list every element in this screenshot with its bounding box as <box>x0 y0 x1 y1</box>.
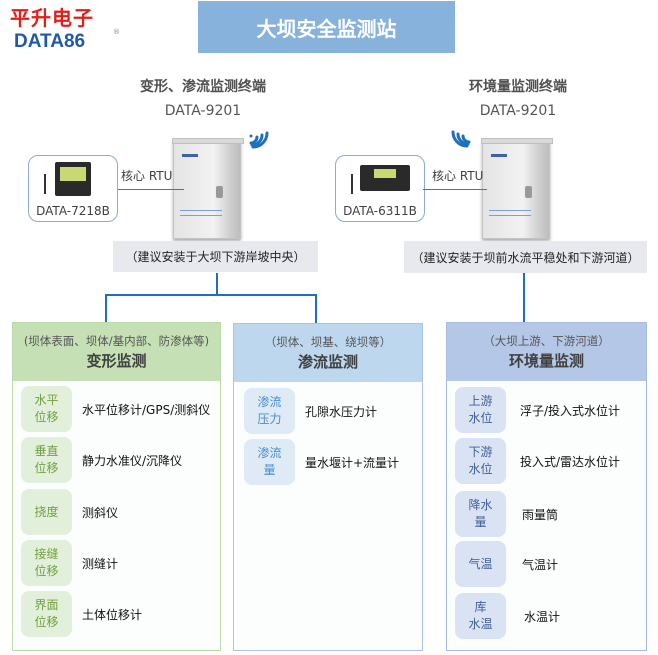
connector <box>523 273 525 322</box>
panel-title: 变形监测 <box>86 352 147 370</box>
item-tile: 下游 水位 <box>455 438 506 484</box>
connector <box>105 294 317 296</box>
right-terminal-model: DATA-9201 <box>479 103 557 119</box>
rtu-label: 核心 RTU <box>121 169 173 183</box>
list-item: 渗流 压力孔隙水压力计 <box>244 388 377 434</box>
install-note: （建议安装于坝前水流平稳处和下游河道） <box>404 241 647 273</box>
panel-subtitle: （坝体、坝基、绕坝等） <box>264 335 392 349</box>
panel-title: 渗流监测 <box>297 353 358 371</box>
item-tile: 渗流 量 <box>244 439 295 485</box>
device-image <box>360 165 410 191</box>
left-terminal-model: DATA-9201 <box>164 103 242 119</box>
item-tile: 接缝 位移 <box>21 540 72 586</box>
panel-subtitle: （大坝上游、下游河道） <box>483 334 610 348</box>
panel-deformation: (坝体表面、坝体/基内部、防渗体等) 变形监测 水平 位移水平位移计/GPS/测… <box>12 322 221 651</box>
connector <box>315 294 317 323</box>
panel-seepage: （坝体、坝基、绕坝等） 渗流监测 渗流 压力孔隙水压力计 渗流 量量水堰计+流量… <box>233 323 423 651</box>
logo-brand-en: DATA86 <box>14 31 86 52</box>
item-tile: 垂直 位移 <box>21 437 72 483</box>
logo-brand-cn: 平升电子 <box>10 6 94 30</box>
list-item: 气温 气温计 <box>455 541 558 587</box>
item-tile: 上游 水位 <box>455 387 506 433</box>
device-label: DATA-6311B <box>343 204 417 218</box>
item-text: 浮子/投入式水位计 <box>520 403 621 418</box>
wifi-icon <box>451 130 471 148</box>
panel-environment: （大坝上游、下游河道） 环境量监测 上游 水位浮子/投入式水位计 下游 水位投入… <box>446 322 647 651</box>
install-note: （建议安装于大坝下游岸坡中央） <box>113 241 318 272</box>
antenna-icon <box>44 174 46 194</box>
item-text: 孔隙水压力计 <box>305 404 378 419</box>
panel-header: (坝体表面、坝体/基内部、防渗体等) 变形监测 <box>13 323 220 381</box>
list-item: 降水 量 雨量筒 <box>455 491 558 537</box>
item-tile: 库 水温 <box>455 593 506 639</box>
item-text: 雨量筒 <box>522 507 559 522</box>
list-item: 界面 位移土体位移计 <box>21 591 142 637</box>
item-tile: 水平 位移 <box>21 386 72 432</box>
panel-header: （大坝上游、下游河道） 环境量监测 <box>447 323 646 381</box>
item-tile: 挠度 <box>21 489 72 535</box>
list-item: 水平 位移水平位移计/GPS/测斜仪 <box>21 386 210 432</box>
device-data-6311b: DATA-6311B <box>335 155 425 222</box>
item-text: 水温计 <box>524 609 561 624</box>
connector <box>216 273 218 296</box>
device-image <box>55 162 91 196</box>
item-tile: 气温 <box>455 541 506 587</box>
list-item: 渗流 量量水堰计+流量计 <box>244 439 399 485</box>
item-text: 测缝计 <box>82 556 119 571</box>
item-tile: 渗流 压力 <box>244 388 295 434</box>
rtu-label: 核心 RTU <box>432 169 484 183</box>
link-line <box>118 189 184 190</box>
antenna-icon <box>351 174 353 194</box>
page-title: 大坝安全监测站 <box>198 1 455 53</box>
list-item: 挠度测斜仪 <box>21 489 118 535</box>
item-text: 静力水准仪/沉降仪 <box>82 453 183 468</box>
list-item: 库 水温 水温计 <box>455 593 560 639</box>
registered-mark: ® <box>113 28 120 36</box>
item-text: 测斜仪 <box>82 505 119 520</box>
rtu-cabinet <box>172 138 244 239</box>
item-text: 量水堰计+流量计 <box>305 455 400 470</box>
list-item: 下游 水位投入式/雷达水位计 <box>455 438 620 484</box>
right-terminal-title: 环境量监测终端 <box>469 79 567 95</box>
list-item: 接缝 位移测缝计 <box>21 540 118 586</box>
device-label: DATA-7218B <box>36 204 110 218</box>
item-text: 气温计 <box>522 557 559 572</box>
item-tile: 降水 量 <box>455 491 506 537</box>
wifi-icon <box>249 131 269 149</box>
item-text: 水平位移计/GPS/测斜仪 <box>82 402 211 417</box>
rtu-cabinet <box>481 138 553 239</box>
list-item: 垂直 位移静力水准仪/沉降仪 <box>21 437 182 483</box>
panel-subtitle: (坝体表面、坝体/基内部、防渗体等) <box>23 334 210 348</box>
panel-header: （坝体、坝基、绕坝等） 渗流监测 <box>234 324 422 382</box>
link-line <box>423 189 487 190</box>
connector <box>105 294 107 322</box>
item-tile: 界面 位移 <box>21 591 72 637</box>
panel-title: 环境量监测 <box>508 352 584 370</box>
device-data-7218b: DATA-7218B <box>28 155 118 222</box>
list-item: 上游 水位浮子/投入式水位计 <box>455 387 620 433</box>
item-text: 投入式/雷达水位计 <box>520 454 621 469</box>
item-text: 土体位移计 <box>82 607 143 622</box>
left-terminal-title: 变形、渗流监测终端 <box>140 79 266 95</box>
